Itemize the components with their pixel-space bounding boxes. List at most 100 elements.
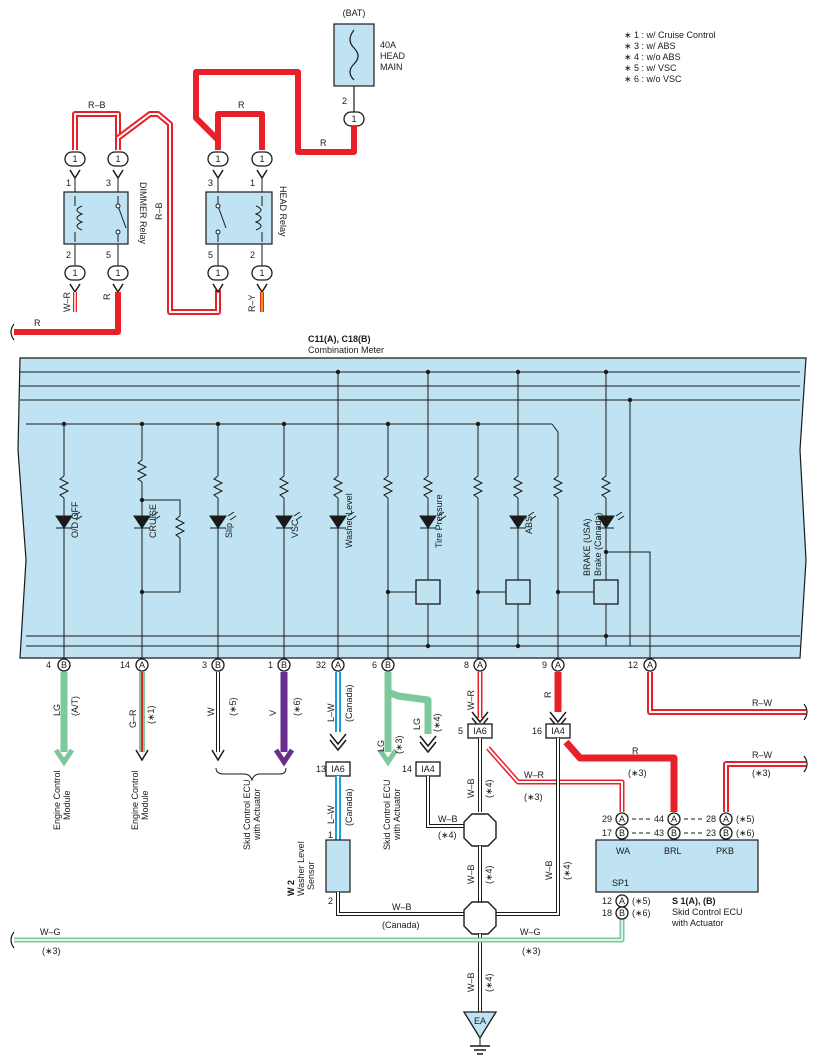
svg-text:1: 1 [250, 178, 255, 188]
svg-text:1: 1 [215, 154, 220, 164]
skid-ecu-code: S 1(A), (B) [672, 896, 716, 906]
svg-text:R–W: R–W [752, 698, 773, 708]
svg-text:A: A [139, 660, 145, 670]
lamp-label-vsc: VSC [290, 519, 300, 538]
fuse-icon [349, 29, 359, 81]
wire-rw-pkb [725, 763, 806, 812]
wire-label-rb: R–B [88, 100, 106, 110]
svg-text:(∗6): (∗6) [632, 908, 651, 918]
svg-text:(∗4): (∗4) [438, 830, 457, 840]
lamp-label-washer: Washer Level [344, 493, 354, 548]
svg-text:B: B [61, 660, 67, 670]
svg-text:(Canada): (Canada) [382, 920, 420, 930]
svg-text:G–R: G–R [128, 709, 138, 728]
svg-text:LG: LG [412, 718, 422, 730]
svg-text:(∗3): (∗3) [752, 768, 771, 778]
svg-text:14: 14 [402, 764, 412, 774]
svg-text:1: 1 [66, 178, 71, 188]
lamp-label-od-off: O/D OFF [70, 501, 80, 538]
svg-text:V: V [268, 710, 278, 716]
svg-text:5: 5 [106, 250, 111, 260]
svg-text:(∗3): (∗3) [524, 792, 543, 802]
footnotes: ∗ 1 : w/ Cruise Control ∗ 3 : w/ ABS ∗ 4… [624, 30, 716, 84]
svg-text:L–W: L–W [326, 805, 336, 824]
splice-2 [463, 901, 497, 935]
skid-ecu-brace [215, 767, 287, 782]
wire-rb-dimmer-top [74, 113, 119, 150]
svg-text:1: 1 [259, 268, 264, 278]
svg-text:(∗3): (∗3) [394, 735, 404, 754]
svg-text:2: 2 [66, 250, 71, 260]
svg-text:12: 12 [602, 896, 612, 906]
svg-text:W–B: W–B [392, 902, 412, 912]
svg-text:A: A [477, 660, 483, 670]
meter-lamp-labels: O/D OFF CRUISE Slip VSC Washer Level Tir… [70, 493, 603, 576]
svg-text:W–B: W–B [544, 860, 554, 880]
svg-text:1: 1 [115, 268, 120, 278]
combination-meter [17, 357, 807, 659]
meter-subtitle: Combination Meter [308, 345, 384, 355]
svg-text:A: A [335, 660, 341, 670]
wire-rw-right [649, 672, 806, 713]
svg-text:Washer Level: Washer Level [296, 841, 306, 896]
splice-1 [463, 813, 497, 847]
svg-text:R: R [102, 293, 112, 300]
skid-ecu-name-1: Skid Control ECU [672, 907, 743, 917]
svg-text:B: B [723, 828, 729, 838]
wire-wr-wa [487, 747, 623, 812]
svg-text:with Actuator: with Actuator [392, 788, 402, 841]
svg-text:W–B: W–B [438, 814, 458, 824]
wire-r-head-top [215, 111, 265, 150]
svg-text:23: 23 [706, 828, 716, 838]
svg-text:R: R [238, 100, 245, 110]
fuse-pin: 2 [342, 96, 347, 106]
svg-text:W–R: W–R [62, 292, 72, 313]
lamp-label-slip: Slip [224, 523, 234, 538]
ecm-label-1: Engine Control [52, 770, 62, 830]
svg-text:(A/T): (A/T) [70, 696, 80, 716]
svg-text:2: 2 [328, 896, 333, 906]
svg-text:13: 13 [316, 764, 326, 774]
svg-text:1: 1 [351, 114, 356, 124]
svg-text:IA6: IA6 [331, 764, 345, 774]
svg-text:IA6: IA6 [473, 726, 487, 736]
svg-text:Module: Module [140, 790, 150, 820]
svg-text:17: 17 [602, 828, 612, 838]
skid-control-ecu: 29 A 17 B 44 A 43 B 28 A (∗5) 23 B (∗6) … [595, 812, 759, 928]
fuse-name-1: HEAD [380, 51, 406, 61]
svg-text:(∗6): (∗6) [292, 697, 302, 716]
svg-text:IA4: IA4 [421, 764, 435, 774]
svg-text:IA4: IA4 [551, 726, 565, 736]
lamp-label-cruise: CRUISE [148, 504, 158, 538]
svg-text:18: 18 [602, 908, 612, 918]
svg-text:B: B [215, 660, 221, 670]
wire-wb-right [496, 738, 559, 915]
svg-text:R–W: R–W [752, 750, 773, 760]
wire-wb-ia4 [427, 776, 468, 827]
svg-text:W–B: W–B [466, 972, 476, 992]
svg-text:PKB: PKB [716, 846, 734, 856]
head-relay: 3 1 HEAD Relay 5 2 [205, 178, 288, 266]
meter-pins: 4 B 14 A 3 B 1 B 32 A 6 B 8 A 9 A 12 A [46, 658, 657, 672]
svg-text:LG: LG [376, 740, 386, 752]
svg-text:8: 8 [464, 660, 469, 670]
meter-title: C11(A), C18(B) [308, 334, 371, 344]
svg-text:Skid Control ECU: Skid Control ECU [382, 779, 392, 850]
svg-text:44: 44 [654, 814, 664, 824]
svg-text:W–B: W–B [466, 778, 476, 798]
wire-rb-long [117, 113, 219, 313]
svg-text:R: R [543, 691, 553, 698]
svg-text:(∗4): (∗4) [562, 861, 572, 880]
svg-text:A: A [671, 814, 677, 824]
svg-text:(∗1): (∗1) [146, 705, 156, 724]
wire-wg [14, 918, 623, 941]
svg-text:1: 1 [259, 154, 264, 164]
svg-text:LG: LG [52, 704, 62, 716]
svg-text:(∗3): (∗3) [522, 946, 541, 956]
svg-text:12: 12 [628, 660, 638, 670]
svg-text:(∗6): (∗6) [736, 828, 755, 838]
svg-text:32: 32 [316, 660, 326, 670]
svg-text:3: 3 [208, 178, 213, 188]
svg-text:SP1: SP1 [612, 878, 629, 888]
svg-text:BRL: BRL [664, 846, 682, 856]
